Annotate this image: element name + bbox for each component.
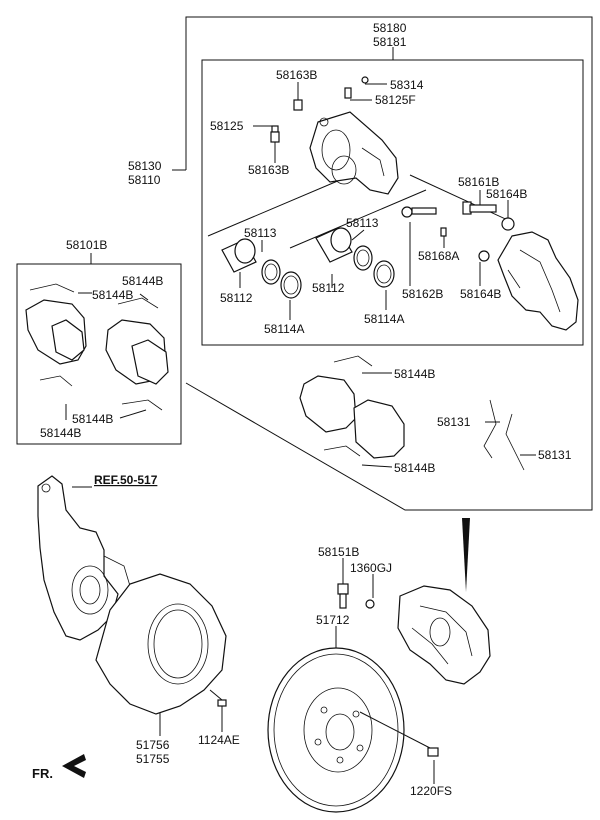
assembly-arrow [462,518,470,592]
label-knuckle-ref: REF.50-517 [94,473,158,487]
pistons-and-seals [221,227,395,299]
label-front-arrow: FR. [32,766,53,781]
dust-cover [95,573,227,715]
label-clip-58144b-d: 58144B [40,426,81,440]
label-bolt-58125: 58125 [210,119,244,133]
label-spring-58131-b: 58131 [538,448,572,462]
label-cap-58314: 58314 [390,78,424,92]
caliper-assembly-lower [337,583,491,685]
label-cover-51755: 51755 [136,752,170,766]
label-seal-58113-right: 58113 [346,216,379,230]
label-clip-58144b-c: 58144B [72,412,113,426]
caliper-bolts [270,76,515,262]
label-piston-58112-right: 58112 [312,281,345,295]
label-clip-58144b-f: 58144B [394,461,435,475]
label-caliper-assy-1: 58180 [373,21,407,35]
label-piston-58112-left: 58112 [220,291,253,305]
label-clip-58144b-a: 58144B [122,274,163,288]
label-bolt-58151b: 58151B [318,545,359,559]
caliper-assembly-frame [185,16,593,511]
leader-lines [65,47,536,784]
label-cover-51756: 51756 [136,738,170,752]
label-pin-58162b: 58162B [402,287,443,301]
label-bleeder-58125f: 58125F [375,93,416,107]
brake-disc [267,647,405,813]
label-clip-58144b-b: 58144B [92,288,133,302]
label-bolt-58163b-top: 58163B [276,68,317,82]
pad-kit-pads [25,283,169,411]
front-arrow-icon [62,754,86,778]
label-boot-58114a-left: 58114A [264,322,304,336]
pad-springs [483,399,525,471]
label-boot-58164b-top: 58164B [486,187,527,201]
label-boot-58114a-right: 58114A [364,312,404,326]
label-caliper-body-1: 58130 [128,159,162,173]
label-caliper-body-2: 58110 [128,173,161,187]
label-clip-58144b-e: 58144B [394,367,435,381]
screw-1220fs [359,711,439,757]
label-pin-58168a: 58168A [418,249,459,263]
label-boot-58164b-bottom: 58164B [460,287,501,301]
label-bolt-58163b-mid: 58163B [248,163,289,177]
label-seal-58113-left: 58113 [244,226,277,240]
label-bolt-1360gj: 1360GJ [350,561,392,575]
caliper-bracket [497,231,579,331]
label-pin-58161b: 58161B [458,175,499,189]
label-disc-51712: 51712 [316,613,350,627]
caliper-body [309,111,399,195]
label-screw-1124ae: 1124AE [198,733,240,747]
label-spring-58131-a: 58131 [437,415,471,429]
label-screw-1220fs: 1220FS [410,784,452,798]
brake-pads [299,355,405,459]
label-pad-kit: 58101B [66,238,107,252]
label-caliper-assy-2: 58181 [373,35,407,49]
screw-1124ae [209,689,227,707]
pad-kit-frame [16,263,182,445]
part-labels: 58180 58181 58163B 58314 58125F 58125 58… [32,21,572,798]
